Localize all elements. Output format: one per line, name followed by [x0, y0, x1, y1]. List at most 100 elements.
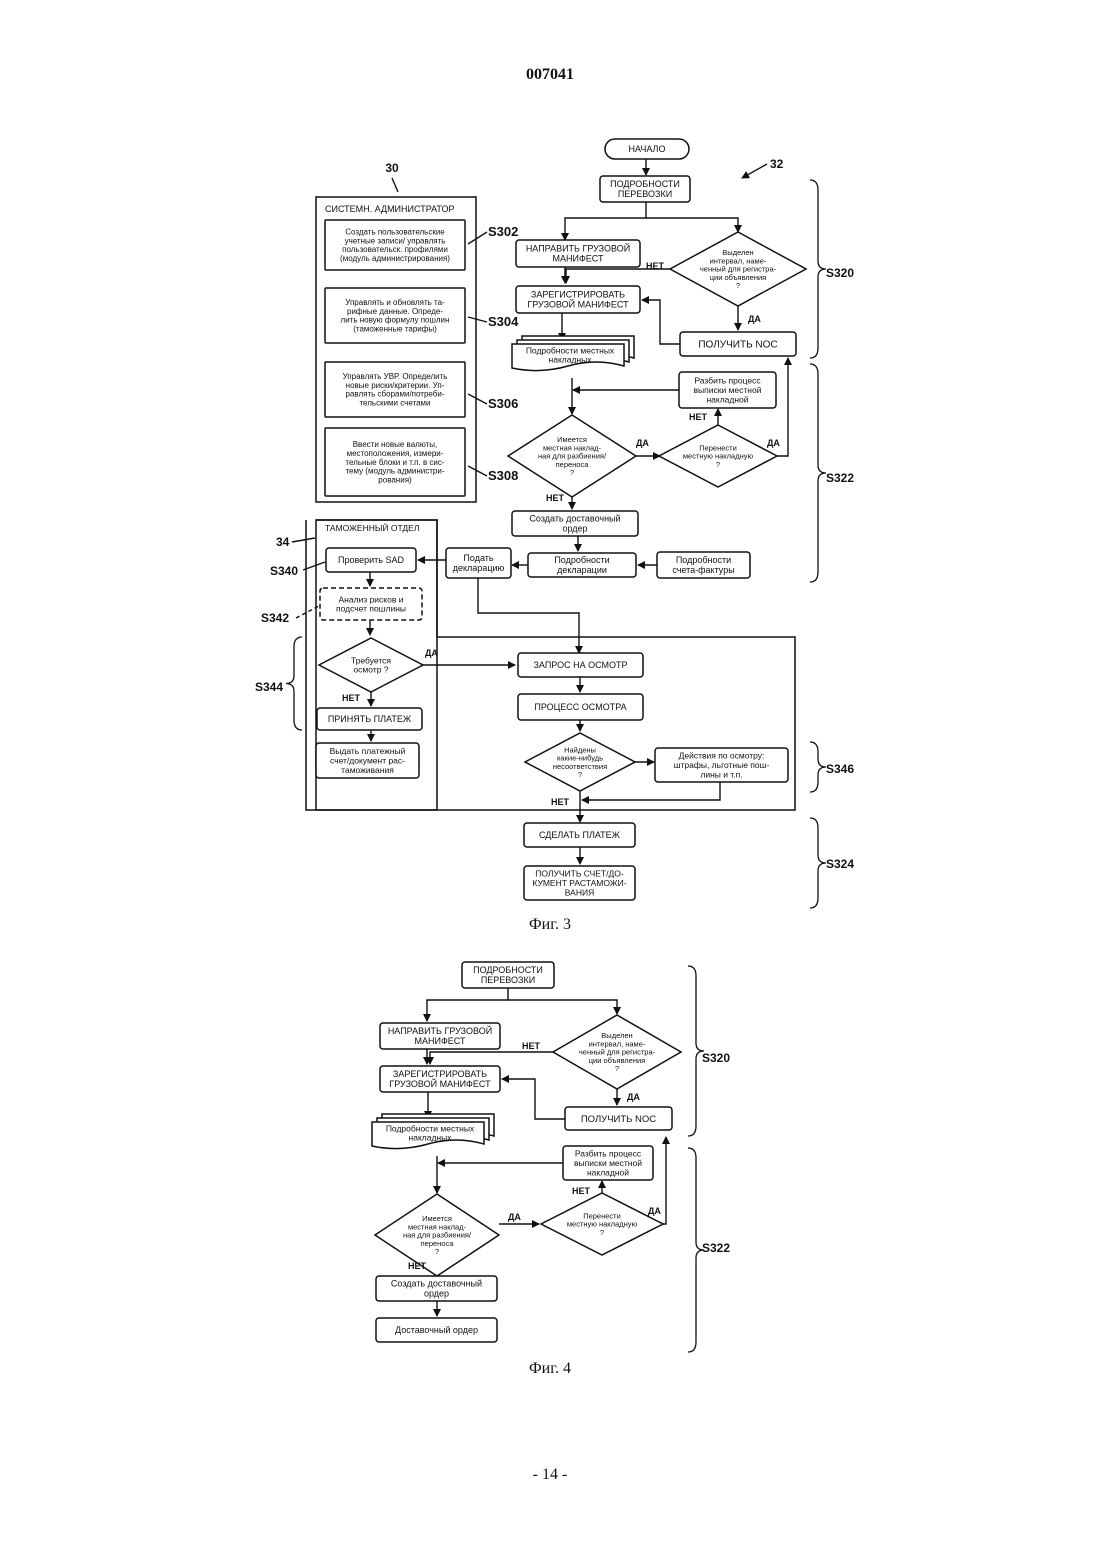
fig4-label-no-slot: НЕТ [522, 1041, 541, 1051]
arrow-to-send-manifest [565, 202, 646, 240]
send-manifest-box-text-line: МАНИФЕСТ [552, 254, 604, 264]
fig4-label-yes-transfer: ДА [648, 1206, 661, 1216]
fig4-arrow-to-send-manifest [427, 988, 508, 1021]
create-delivery-box-text-line: ордер [562, 524, 587, 534]
fig4-slot-decision-diamond-text-line: ? [615, 1064, 619, 1073]
fig4-split-process-box-text-line: накладной [587, 1167, 629, 1177]
fig4-arrow-to-slot-decision [508, 1000, 617, 1014]
ref-30: 30 [385, 161, 399, 175]
accept-payment-box-text-line: ПРИНЯТЬ ПЛАТЕЖ [328, 714, 412, 724]
arrow-to-slot-decision [646, 218, 738, 232]
admin-box-tariffs-text-line: лить новую формулу пошлин [341, 316, 450, 325]
register-manifest-box-text: ЗАРЕГИСТРИРОВАТЬГРУЗОВОЙ МАНИФЕСТ [527, 290, 629, 310]
fig4-ref-s322: S322 [702, 1241, 730, 1255]
issue-payment-box-text-line: таможивания [341, 765, 394, 775]
slot-decision-diamond-text-line: ? [736, 281, 740, 290]
fig4-create-delivery-box-text-line: Создать доставочный [391, 1279, 482, 1289]
figure-4-caption: Фиг. 4 [0, 1360, 1100, 1378]
check-sad-box-text-line: Проверить SAD [338, 555, 405, 565]
brace-s344 [286, 637, 302, 730]
fig4-get-noc-box-text: ПОЛУЧИТЬ NOC [581, 1114, 656, 1125]
start-terminator-text: НАЧАЛО [629, 144, 666, 154]
admin-box-currencies-text-line: тельные блоки и т.п. в сис- [345, 458, 444, 467]
shipment-details-box-text: ПОДРОБНОСТИПЕРЕВОЗКИ [610, 179, 680, 199]
brace-s322 [810, 364, 826, 582]
ref-s346: S346 [826, 762, 854, 776]
fig4-register-manifest-box-text-line: ГРУЗОВОЙ МАНИФЕСТ [389, 1078, 491, 1089]
split-process-box-text-line: накладной [706, 394, 748, 404]
brace-s320 [810, 180, 826, 358]
invoice-details-box-text-line: Подробности [676, 555, 731, 565]
create-delivery-box-text-line: Создать доставочный [529, 514, 620, 524]
admin-box-tariffs-text-line: (таможенные тарифы) [353, 325, 437, 334]
register-manifest-box-text-line: ГРУЗОВОЙ МАНИФЕСТ [527, 299, 629, 310]
fig4-get-noc-box-text-line: ПОЛУЧИТЬ NOC [581, 1114, 656, 1125]
fig4-label-yes-split: ДА [508, 1212, 521, 1222]
fig4-transfer-decision-diamond-text-line: ? [600, 1228, 604, 1237]
make-payment-box-text-line: СДЕЛАТЬ ПЛАТЕЖ [539, 830, 621, 840]
ref-s304: S304 [488, 314, 519, 329]
get-noc-box-text-line: ПОЛУЧИТЬ NOC [698, 340, 777, 351]
fig4-split-decision-diamond-text-line: ? [435, 1247, 439, 1256]
declaration-details-box-text: Подробностидекларации [554, 555, 609, 575]
customs-title: ТАМОЖЕННЫЙ ОТДЕЛ [325, 522, 419, 533]
shipment-details-box-text-line: ПЕРЕВОЗКИ [618, 189, 672, 199]
risk-analysis-box-text: Анализ рисков иподсчет пошлины [336, 594, 406, 613]
inspect-decision-diamond-text: Требуетсяосмотр ? [351, 655, 391, 674]
ref-s322: S322 [826, 471, 854, 485]
inspection-process-box-text-line: ПРОЦЕСС ОСМОТРА [534, 702, 626, 712]
s302-leader [468, 232, 487, 244]
admin-box-tariffs-text-line: Управлять и обновлять та- [345, 298, 445, 307]
fig4-ref-s320: S320 [702, 1051, 730, 1065]
admin-box-currencies-text-line: тему (модуль администри- [345, 467, 444, 476]
accept-payment-box-text: ПРИНЯТЬ ПЛАТЕЖ [328, 714, 412, 724]
label-yes-split: ДА [636, 438, 649, 448]
make-payment-box-text: СДЕЛАТЬ ПЛАТЕЖ [539, 830, 621, 840]
check-sad-box-text: Проверить SAD [338, 555, 405, 565]
admin-box-currencies-text-line: рования) [378, 475, 412, 484]
ref-34: 34 [276, 535, 290, 549]
inspect-decision-diamond-text-line: осмотр ? [353, 665, 388, 675]
label-yes-inspect: ДА [425, 648, 438, 658]
label-yes-slot: ДА [748, 314, 761, 324]
inspection-process-box-text: ПРОЦЕСС ОСМОТРА [534, 702, 626, 712]
fig4-send-manifest-box-text-line: НАПРАВИТЬ ГРУЗОВОЙ [388, 1025, 492, 1036]
fig4-register-manifest-box-text: ЗАРЕГИСТРИРОВАТЬГРУЗОВОЙ МАНИФЕСТ [389, 1069, 491, 1089]
brace-s324 [810, 818, 826, 908]
fig4-create-delivery-box-text-line: ордер [424, 1289, 449, 1299]
inspection-request-box-text: ЗАПРОС НА ОСМОТР [533, 660, 627, 670]
ref-s302: S302 [488, 224, 518, 239]
ref-s320: S320 [826, 266, 854, 280]
label-no-mismatch: НЕТ [551, 797, 570, 807]
ref-32-leader [742, 164, 767, 178]
invoice-details-box-text-line: счета-фактуры [672, 565, 734, 575]
label-yes-transfer: ДА [767, 438, 780, 448]
fig4-label-no-split: НЕТ [408, 1261, 427, 1271]
send-manifest-box-text-line: НАПРАВИТЬ ГРУЗОВОЙ [526, 243, 630, 254]
declaration-details-box-text-line: декларации [557, 565, 607, 575]
fig4-arrow-transfer-yes [663, 1137, 666, 1224]
ref-s344: S344 [255, 680, 283, 694]
label-no-slot: НЕТ [646, 261, 665, 271]
start-terminator-text-line: НАЧАЛО [629, 144, 666, 154]
inspection-request-box-text-line: ЗАПРОС НА ОСМОТР [533, 660, 627, 670]
arrow-slot-no [566, 269, 670, 283]
admin-box-accounts-text-line: пользовательск. профилями [342, 245, 448, 254]
fig4-arrow-slot-no [430, 1052, 553, 1064]
admin-box-tariffs-text-line: рифные данные. Опреде- [347, 307, 443, 316]
submit-declaration-box-text-line: декларацию [453, 563, 505, 573]
ref-32: 32 [770, 157, 784, 171]
admin-box-risks-text-line: новые риски/критерии. Уп- [346, 381, 445, 390]
s308-leader [468, 466, 487, 476]
fig4-shipment-details-box-text-line: ПЕРЕВОЗКИ [481, 975, 535, 985]
fig4-register-manifest-box-text-line: ЗАРЕГИСТРИРОВАТЬ [393, 1069, 487, 1079]
admin-panel-title: СИСТЕМН. АДМИНИСТРАТОР [325, 204, 455, 214]
ref-30-leader [392, 178, 398, 192]
invoice-details-box-text: Подробностисчета-фактуры [672, 555, 734, 575]
admin-box-tariffs-text: Управлять и обновлять та-рифные данные. … [341, 298, 450, 333]
s306-leader [468, 394, 487, 404]
fig4-local-bills-doc-text-line: накладных [409, 1133, 453, 1143]
local-bills-doc-text-line: накладных [549, 355, 593, 365]
